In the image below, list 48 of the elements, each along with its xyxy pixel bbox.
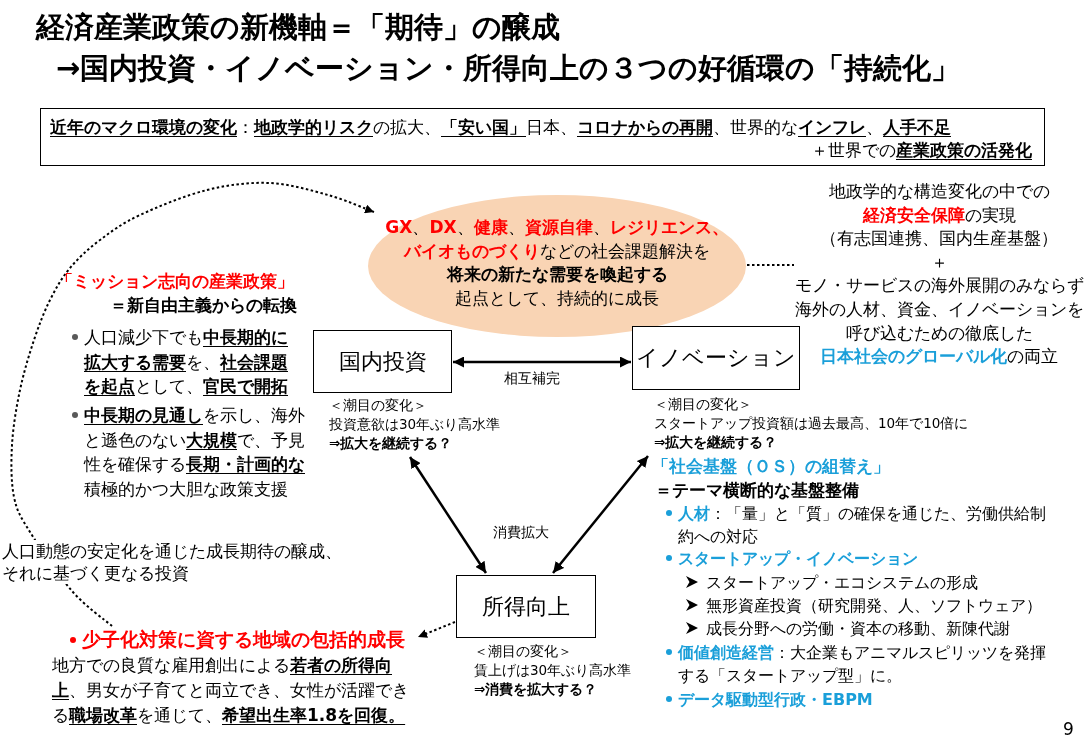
bullet-text: スタートアップ・エコシステムの形成 <box>706 571 978 594</box>
note-text: （有志国連携、国内生産基盤） <box>820 227 1058 251</box>
double-arrow <box>552 455 649 574</box>
annotation-text: スタートアップ投資額は過去最高、10年で10倍に <box>654 414 969 433</box>
page-number: 9 <box>1063 718 1074 740</box>
bullet-text: スタートアップ・イノベーション <box>678 547 918 570</box>
double-arrow <box>408 456 488 574</box>
annotation-text: 投資意欲は30年ぶり高水準 <box>329 415 501 434</box>
box-text: ＋世界での産業政策の活発化 <box>811 139 1032 161</box>
annotation-text: ⇒拡大を継続する？ <box>654 433 778 452</box>
arrow <box>10 181 375 627</box>
annotation-text: ＜潮目の変化＞ <box>329 396 427 415</box>
edge-label: 消費拡大 <box>493 523 549 541</box>
info-box <box>40 108 1045 166</box>
note-text: 地政学的な構造変化の中での経済安全保障の実現 <box>827 180 1051 227</box>
body-text: 地方での良質な雇用創出による若者の所得向上、男女が子育てと両立でき、女性が活躍できる職場改革を通じて、希望出生率1.8を回復。 <box>52 654 410 727</box>
box-text: 近年のマクロ環境の変化：地政学的リスクの拡大、「安い国」日本、コロナからの再開、世界的なインフレ、人手不足 <box>50 116 951 138</box>
heading-text: 「社会基盤（ＯＳ）の組替え」 <box>652 455 890 478</box>
double-arrow <box>453 356 631 368</box>
bullet-text: 無形資産投資（研究開発、人、ソフトウェア） <box>706 594 1042 617</box>
bullet-text: 価値創造経営：大企業もアニマルスピリッツを発揮する「スタートアップ型」に。 <box>678 641 1047 687</box>
heading-text: 少子化対策に資する地域の包括的成長 <box>82 628 405 652</box>
bullet-text: 成長分野への労働・資本の移動、新陳代謝 <box>706 617 1010 640</box>
process-box: 国内投資 <box>313 330 452 393</box>
process-box: イノベーション <box>632 326 800 390</box>
annotation-text: ＜潮目の変化＞ <box>654 395 752 414</box>
annotation-text: 賃上げは30年ぶり高水準 <box>474 661 632 680</box>
note-text: 日本社会のグローバル化の両立 <box>820 345 1058 369</box>
bullet-text: 中長期の見通しを示し、海外と遜色のない大規模で、予見性を確保する長期・計画的な積極的かつ大胆な政策支援 <box>84 404 306 501</box>
process-box: 所得向上 <box>456 575 596 638</box>
edge-label: 相互補完 <box>504 369 560 387</box>
bullet-text: 人材：「量」と「質」の確保を通じた、労働供給制約への対応 <box>678 502 1047 548</box>
arrow <box>417 621 456 638</box>
note-text: ＋ <box>930 250 948 274</box>
bullet-text: 人口減少下でも中長期的に拡大する需要を、社会課題を起点として、官民で開拓 <box>84 326 289 398</box>
subheading-text: ＝新自由主義からの転換 <box>110 294 297 317</box>
subtitle: →国内投資・イノベーション・所得向上の３つの好循環の「持続化」 <box>56 50 961 86</box>
annotation-text: ⇒拡大を継続する？ <box>329 434 453 453</box>
ellipse-text: 起点として、持続的に成長 <box>455 287 659 311</box>
subheading-text: ＝テーマ横断的な基盤整備 <box>655 478 859 502</box>
annotation-text: ＜潮目の変化＞ <box>474 642 572 661</box>
ellipse-text: GX、DX、健康、資源自律、レジリエンス、バイオものづくりなどの社会課題解決を <box>384 216 730 263</box>
heading-text: 「ミッション志向の産業政策」 <box>56 271 294 293</box>
ellipse-text: 将来の新たな需要を喚起する <box>446 263 668 287</box>
annotation-text: ⇒消費を拡大する？ <box>474 680 598 699</box>
connector-line <box>746 264 795 266</box>
bullet-text: データ駆動型行政・EBPM <box>678 688 873 711</box>
title: 経済産業政策の新機軸＝「期待」の醸成 <box>36 9 560 45</box>
